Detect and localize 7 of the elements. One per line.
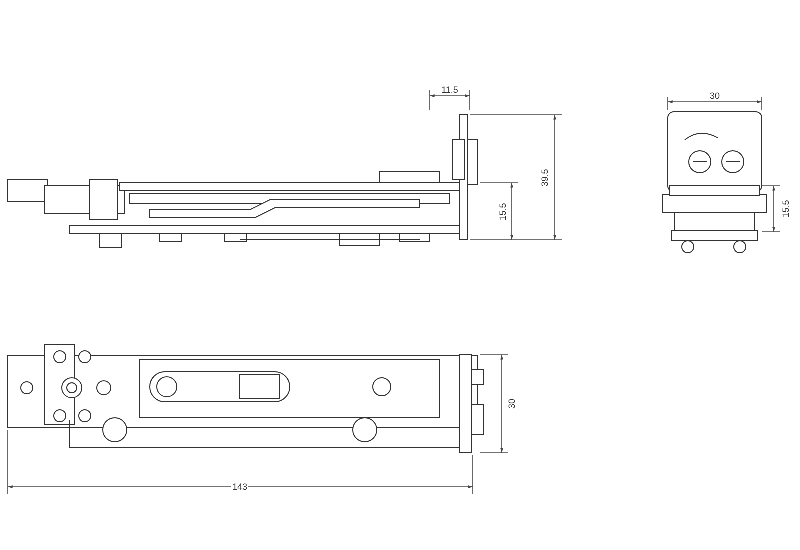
- dimension-value: 143: [231, 482, 249, 492]
- dimension-value: 11.5: [440, 85, 460, 95]
- dimension-value: 15.5: [498, 202, 508, 222]
- dimension-value: 30: [507, 398, 517, 410]
- dimension-value: 30: [709, 91, 721, 101]
- dimension-value: 39.5: [540, 168, 550, 188]
- dimension-value: 15.5: [781, 199, 791, 219]
